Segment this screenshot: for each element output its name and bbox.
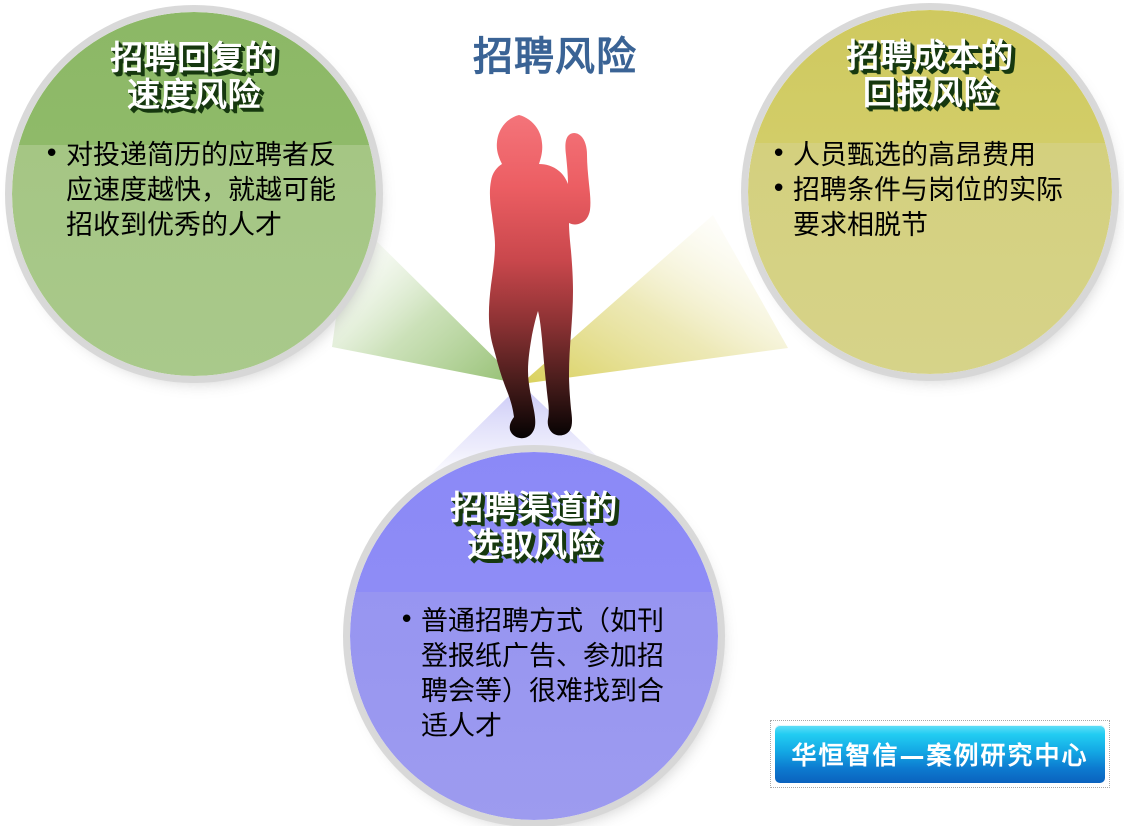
bubble-inner: 招聘回复的 速度风险 • 对投递简历的应聘者反应速度越快，就越可能招收到优秀的人… [12, 12, 376, 376]
bullet-icon: • [399, 604, 415, 635]
bubble-body-green: • 对投递简历的应聘者反应速度越快，就越可能招收到优秀的人才 [44, 138, 344, 243]
bubble-recruitment-cost-return[interactable]: 招聘成本的 回报风险 • 人员甄选的高昂费用 • 招聘条件与岗位的实际要求相脱节 [748, 10, 1112, 374]
bullet-text: 对投递简历的应聘者反应速度越快，就越可能招收到优秀的人才 [66, 139, 336, 242]
bubble-body-yellow: • 人员甄选的高昂费用 • 招聘条件与岗位的实际要求相脱节 [771, 138, 1089, 243]
bullet-icon: • [771, 174, 787, 204]
bubble-title-green: 招聘回复的 速度风险 [110, 38, 278, 114]
bullet-icon: • [771, 138, 787, 169]
bubble-recruitment-response-speed[interactable]: 招聘回复的 速度风险 • 对投递简历的应聘者反应速度越快，就越可能招收到优秀的人… [12, 12, 376, 376]
ray-green [332, 215, 521, 384]
center-figure [455, 105, 645, 445]
bullet-text: 普通招聘方式（如刊登报纸广告、参加招聘会等）很难找到合适人才 [421, 605, 664, 743]
footer-badge-label: 华恒智信—案例研究中心 [791, 741, 1089, 770]
person-thumbs-up-silhouette [488, 115, 591, 439]
footer-badge-bar: 华恒智信—案例研究中心 [775, 725, 1105, 783]
list-item: • 招聘条件与岗位的实际要求相脱节 [771, 173, 1089, 243]
bubble-body-purple: • 普通招聘方式（如刊登报纸广告、参加招聘会等）很难找到合适人才 [399, 604, 669, 744]
bullet-text: 招聘条件与岗位的实际要求相脱节 [793, 175, 1063, 242]
bullet-icon: • [44, 138, 60, 169]
ray-yellow [521, 215, 788, 384]
page-title: 招聘风险 [473, 34, 637, 80]
list-item: • 普通招聘方式（如刊登报纸广告、参加招聘会等）很难找到合适人才 [399, 604, 669, 744]
bubble-title-yellow: 招聘成本的 回报风险 [846, 36, 1014, 112]
bubble-inner: 招聘成本的 回报风险 • 人员甄选的高昂费用 • 招聘条件与岗位的实际要求相脱节 [748, 10, 1112, 374]
footer-badge: 华恒智信—案例研究中心 [770, 720, 1110, 788]
bullet-text: 人员甄选的高昂费用 [793, 139, 1036, 171]
bubble-recruitment-channel-selection[interactable]: 招聘渠道的 选取风险 • 普通招聘方式（如刊登报纸广告、参加招聘会等）很难找到合… [350, 452, 718, 820]
list-item: • 对投递简历的应聘者反应速度越快，就越可能招收到优秀的人才 [44, 138, 344, 243]
bubble-inner: 招聘渠道的 选取风险 • 普通招聘方式（如刊登报纸广告、参加招聘会等）很难找到合… [350, 452, 718, 820]
list-item: • 人员甄选的高昂费用 [771, 138, 1089, 173]
bubble-title-purple: 招聘渠道的 选取风险 [450, 488, 618, 564]
